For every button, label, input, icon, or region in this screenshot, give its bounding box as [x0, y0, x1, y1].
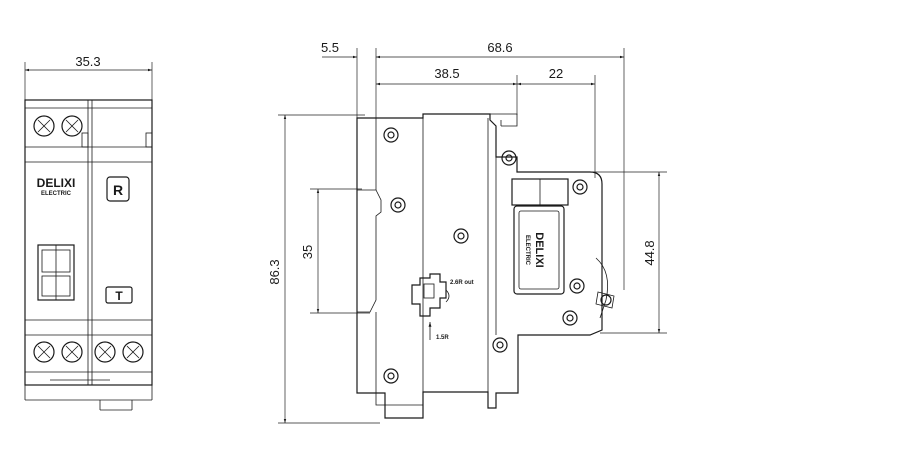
- mechanism-out-label: 2.6R out: [450, 280, 474, 286]
- residual-indicator: R: [106, 176, 130, 202]
- dim-total-depth: 68.6: [487, 40, 512, 55]
- test-button: T: [105, 286, 133, 304]
- front-width-label: 35.3: [75, 54, 100, 69]
- top-terminals: [33, 115, 153, 148]
- front-view: 35.3 DELIXI ELE: [24, 54, 153, 411]
- dim-rail-height: 35: [300, 245, 315, 259]
- test-letter: T: [115, 289, 123, 303]
- side-brand-sub: ELECTRIC: [524, 235, 530, 266]
- top-dimensions: 5.5 68.6 38.5 22: [321, 40, 625, 290]
- dim-body-depth: 38.5: [434, 66, 459, 81]
- side-screws: [383, 127, 588, 384]
- bottom-terminals: [33, 341, 144, 363]
- indicator-letter: R: [113, 182, 123, 198]
- side-front-module: DELIXI ELECTRIC: [511, 178, 615, 319]
- mechanism-in-label: 1.5R: [436, 335, 449, 341]
- dim-offset-left: 5.5: [321, 40, 339, 55]
- trip-mechanism: 2.6R out 1.5R: [411, 273, 474, 341]
- front-width-dimension: 35.3: [24, 54, 153, 100]
- side-view: 5.5 68.6 38.5 22 86.3 35 44.8: [267, 40, 667, 424]
- front-brand-sub: ELECTRIC: [41, 191, 72, 197]
- height-dimensions: 86.3 35: [267, 114, 380, 424]
- front-brand: DELIXI ELECTRIC: [37, 176, 76, 197]
- dim-front-depth: 22: [549, 66, 563, 81]
- operating-handle: [37, 244, 75, 301]
- dim-height-total: 86.3: [267, 259, 282, 284]
- front-brand-name: DELIXI: [37, 176, 76, 190]
- side-brand-name: DELIXI: [533, 232, 545, 267]
- side-body: [356, 113, 603, 419]
- front-height-dimension: 44.8: [590, 171, 667, 334]
- dim-front-height: 44.8: [642, 240, 657, 265]
